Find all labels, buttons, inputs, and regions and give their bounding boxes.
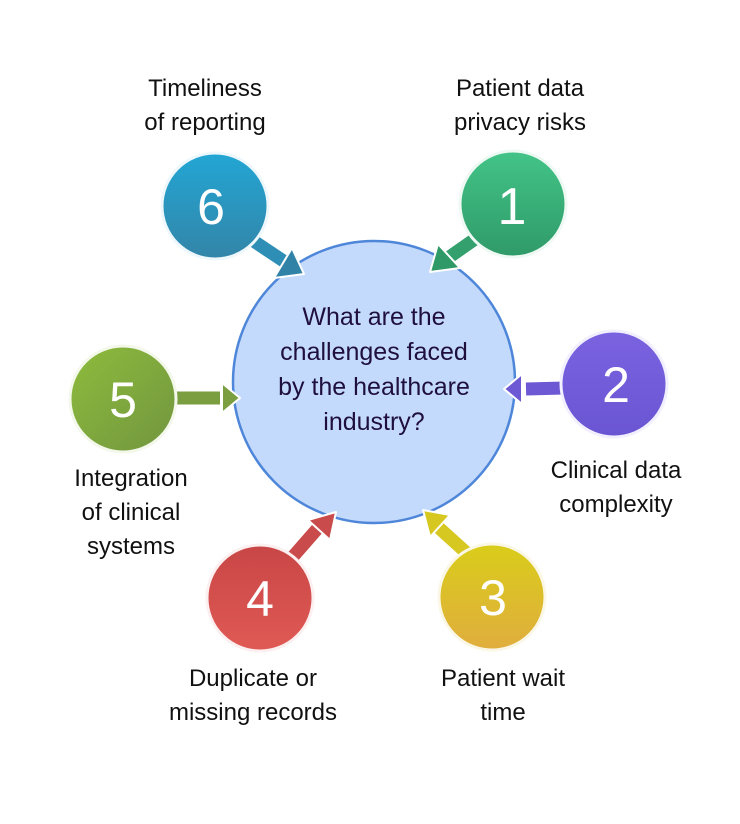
node-3-label: Patient wait time — [441, 662, 565, 730]
node-3-circle — [437, 542, 547, 652]
center-question: What are the challenges faced by the hea… — [234, 300, 514, 440]
node-6-circle — [160, 151, 270, 261]
node-6-number: 6 — [197, 179, 225, 235]
center-question-line-2: challenges faced — [280, 338, 468, 366]
node-4-label: Duplicate or missing records — [169, 662, 337, 730]
node-1-number: 1 — [498, 178, 527, 236]
node-3-number: 3 — [479, 570, 507, 626]
arrow-3-head-icon — [422, 509, 451, 538]
center-question-line-1: What are the — [302, 303, 446, 331]
node-3: 3 — [422, 509, 547, 652]
arrow-2-shaft — [525, 381, 566, 396]
node-1-label-line-1: Patient data — [455, 75, 585, 102]
arrow-4-head-icon — [307, 511, 337, 541]
node-1: 1 — [429, 149, 568, 273]
node-3-label-line-2: time — [480, 699, 526, 726]
node-1-label: Patient data privacy risks — [454, 72, 586, 140]
node-1-label-line-2: privacy risks — [453, 109, 587, 136]
arrow-1-head-icon — [429, 243, 461, 273]
node-2-label-line-2: complexity — [559, 491, 673, 518]
node-6-label-line-1: Timeliness — [148, 75, 262, 102]
node-5-label-line-1: Integration — [74, 465, 188, 492]
node-5-label: Integration of clinical systems — [74, 462, 187, 564]
node-5-number: 5 — [109, 372, 137, 428]
center-question-line-3: by the healthcare — [278, 373, 470, 401]
node-2-label: Clinical data complexity — [551, 454, 682, 522]
arrow-2-head-icon — [503, 373, 523, 405]
node-6-label-line-2: of reporting — [144, 109, 266, 136]
node-2-circle — [559, 329, 669, 439]
node-4-label-line-1: Duplicate or — [188, 665, 318, 692]
node-2: 2 — [503, 329, 669, 439]
node-3-label-line-1: Patient wait — [440, 665, 566, 692]
node-4-number: 4 — [246, 571, 274, 627]
node-6: 6 — [160, 151, 305, 279]
node-5-label-line-2: of clinical — [81, 499, 181, 526]
node-2-number: 2 — [602, 357, 630, 413]
node-5: 5 — [68, 344, 241, 454]
arrow-5-head-icon — [221, 382, 241, 414]
node-5-circle — [68, 344, 178, 454]
node-5-label-line-3: systems — [86, 533, 176, 560]
arrow-4-shaft — [285, 523, 323, 565]
node-2-label-line-1: Clinical data — [550, 457, 682, 484]
arrow-6-head-icon — [273, 247, 305, 279]
center-question-line-4: industry? — [323, 408, 425, 436]
node-1-circle — [458, 149, 568, 259]
node-4: 4 — [205, 511, 337, 653]
node-6-label: Timeliness of reporting — [144, 72, 265, 140]
node-4-label-line-2: missing records — [168, 699, 338, 726]
node-4-circle — [205, 543, 315, 653]
